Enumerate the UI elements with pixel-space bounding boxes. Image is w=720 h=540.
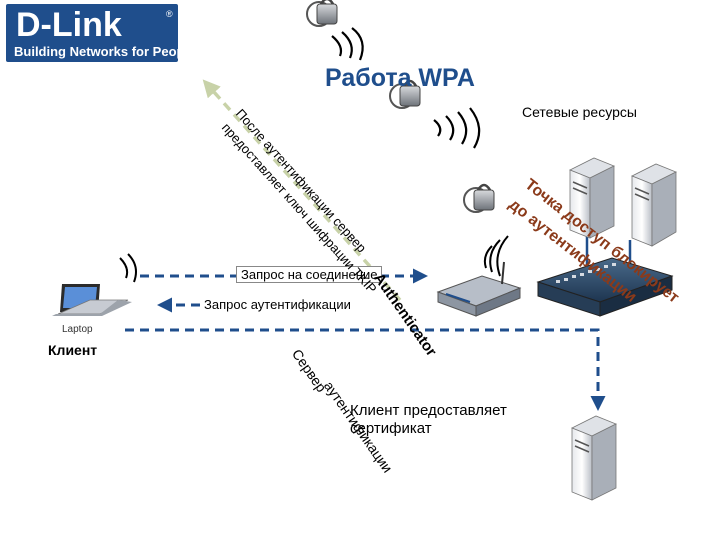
logo-tagline: Building Networks for People: [14, 44, 196, 59]
access-point-icon: [436, 261, 522, 317]
server-icon: [631, 163, 677, 247]
padlock-icon: [389, 79, 421, 109]
auth-request-label: Запрос аутентификации: [204, 297, 351, 312]
key-delivery-arrow: [202, 79, 402, 302]
certificate-arrow: [125, 328, 606, 411]
dlink-logo: D-Link ® Building Networks for People: [6, 4, 195, 62]
connection-request-label: Запрос на соединение: [236, 266, 383, 283]
server-icon: [569, 157, 615, 239]
laptop-icon: [52, 284, 132, 316]
laptop-caption: Laptop: [62, 324, 93, 335]
wifi-waves-icon: [119, 253, 137, 283]
wifi-waves-icon: [483, 235, 509, 277]
client-label: Клиент: [48, 342, 98, 358]
switch-icon: [536, 257, 674, 317]
logo-registered-mark: ®: [166, 9, 173, 19]
client-certificate-line2: сертификат: [350, 420, 432, 437]
network-resources-label: Сетевые ресурсы: [522, 104, 637, 120]
wifi-waves-icon: [433, 107, 481, 149]
client-certificate-line1: Клиент предоставляет: [350, 402, 507, 419]
padlock-icon: [463, 183, 495, 213]
padlock-icon: [306, 0, 338, 27]
slide-title: Работа WPA: [325, 64, 475, 92]
logo-brand: D-Link: [16, 6, 122, 44]
wifi-waves-icon: [331, 27, 364, 61]
server-icon: [571, 415, 617, 501]
